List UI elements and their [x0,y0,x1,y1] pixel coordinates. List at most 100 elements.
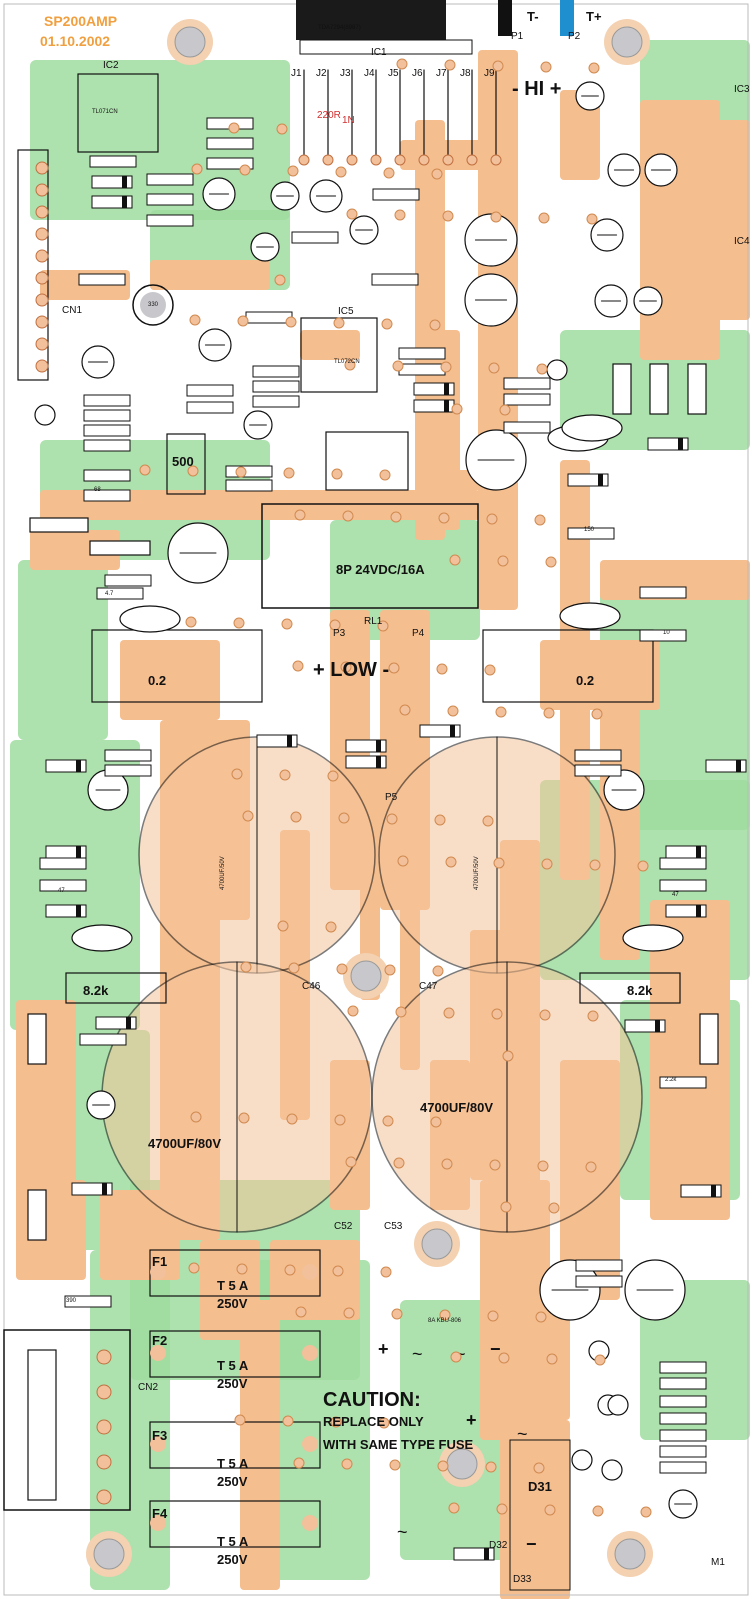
terminal-t-plus: T+ [586,9,602,24]
hi-marker: - HI + [512,78,562,100]
r64-value: 8.2k [83,983,109,998]
tr10-body [89,540,151,556]
c52-value: 4700UF/80V [148,1136,221,1151]
ic5-part: TL072CN [334,359,360,365]
via-230 [340,661,352,673]
via-157 [187,465,199,477]
via-342 [336,963,348,975]
cn1-pin-6 [35,293,49,307]
resistor-52 [659,1429,707,1442]
resistor-26 [252,380,300,393]
via-395 [190,1111,202,1123]
via-11 [588,62,600,74]
resistor-19 [83,424,131,437]
resistor-49 [659,1377,707,1390]
diode-band-20 [484,1548,489,1560]
copper-trace-28 [690,120,750,320]
r27-value: 68 [94,487,101,493]
low-marker: + LOW - [313,659,390,681]
via-229 [292,660,304,672]
resistor-40 [39,879,87,892]
cn1-pin-3 [35,227,49,241]
via-173 [294,509,306,521]
resistor-23 [186,384,234,397]
via-306 [637,860,649,872]
via-105 [381,318,393,330]
via-485 [498,1352,510,1364]
via-524 [341,1458,353,1470]
c53-value: 4700UF/80V [420,1100,493,1115]
d30-plus: + [378,1339,389,1359]
via-121 [488,362,500,374]
via-429 [500,1201,512,1213]
via-397 [286,1113,298,1125]
diode-band-13 [696,846,701,858]
cn1-pin-0 [35,161,49,175]
via-416 [537,1160,549,1172]
copper-trace-25 [30,530,120,570]
via-525 [389,1459,401,1471]
via-192 [545,556,557,568]
fuse-clip-a-1 [150,1264,166,1280]
copper-trace-26 [600,560,750,600]
via-469 [391,1308,403,1320]
via-455 [380,1266,392,1278]
to220-1 [649,363,669,415]
board-title: SP200AMP [44,13,118,29]
c47-label: C47 [419,981,438,992]
r53-body [91,629,263,703]
relay-ref: RL1 [364,616,383,627]
resistor-37 [574,749,622,762]
resistor-41 [659,857,707,870]
fuse-holder-4 [149,1500,321,1548]
c52-label: C52 [334,1221,353,1232]
copper-trace-9 [240,1300,280,1590]
copper-trace-4 [40,490,480,520]
via-511 [378,1417,390,1429]
resistor-24 [186,401,234,414]
via-487 [594,1354,606,1366]
ic1-body [296,0,446,40]
connector-cn2: CN2 [138,1382,159,1393]
r61-value: 47 [58,888,65,894]
r68-body [579,972,681,1004]
resistor-17 [83,394,131,407]
resistor-54 [659,1461,707,1474]
via-213 [185,616,197,628]
via-467 [295,1306,307,1318]
mount-hole-0 [174,26,206,58]
via-156 [139,464,151,476]
copper-trace-1 [415,120,445,540]
resistor-2 [146,193,194,206]
via-64 [442,210,454,222]
transistor-1 [34,404,56,426]
via-65 [490,211,502,223]
jumper-220r-label: 220R [317,110,341,121]
copper-trace-23 [120,640,220,720]
via-528 [533,1462,545,1474]
resistor-1 [146,173,194,186]
resistor-32 [639,629,687,642]
diode-band-15 [696,905,701,917]
label-p4: P4 [412,628,425,639]
resistor-44 [659,1076,707,1089]
via-248 [543,707,555,719]
ic1-pad-6 [418,154,430,166]
to220-2 [687,363,707,415]
bridge-plus: + [466,1410,477,1430]
via-470 [439,1309,451,1321]
via-508 [234,1414,246,1426]
copper-trace-15 [650,900,730,1220]
via-245 [399,704,411,716]
diode-band-9 [598,474,603,486]
via-120 [440,361,452,373]
via-160 [331,468,343,480]
via-486 [546,1353,558,1365]
r71-value: 2.2k [665,1077,677,1083]
via-304 [541,858,553,870]
cn1-pin-4 [35,249,49,263]
zener-pack-5 [561,414,623,442]
r45-value: 4.7 [105,591,114,597]
vr1-value: 500 [172,454,194,469]
via-270 [231,768,243,780]
